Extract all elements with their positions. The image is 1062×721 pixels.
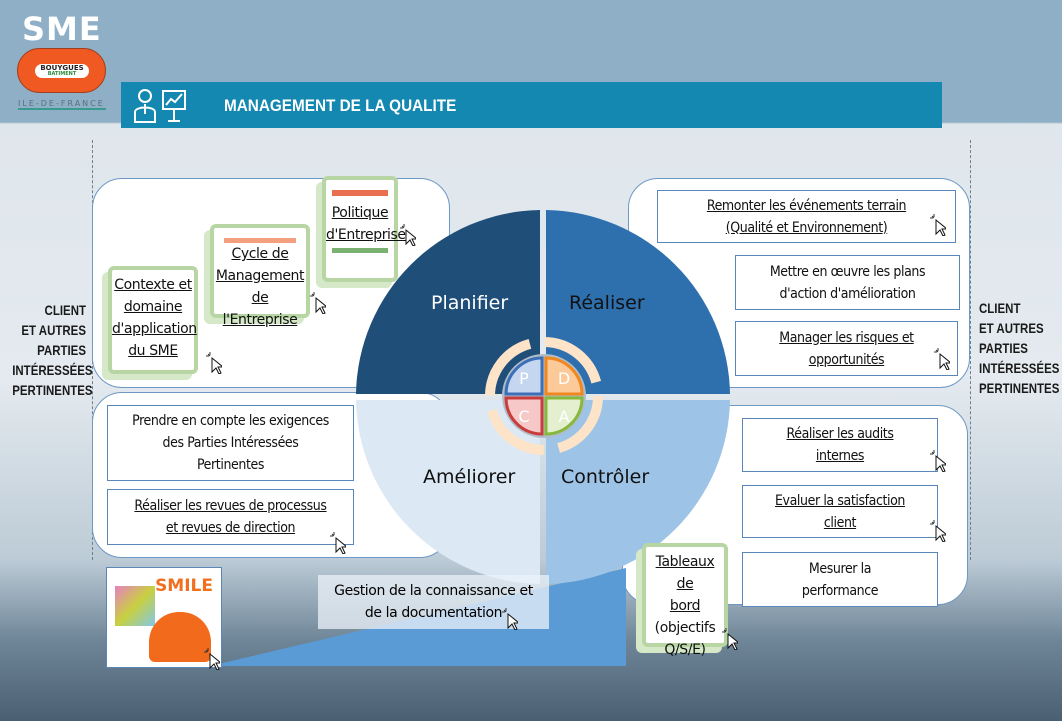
doc-line: Q/S/E) bbox=[664, 642, 706, 658]
link-audits[interactable]: Réaliser les audits internes bbox=[742, 418, 938, 472]
tablet-graphic bbox=[115, 586, 155, 626]
link-revues[interactable]: Réaliser les revues de processus et revue… bbox=[107, 489, 354, 545]
brand-bottom: BATIMENT bbox=[47, 71, 77, 77]
quadrant-act[interactable] bbox=[356, 400, 540, 584]
label-ameliorer: Améliorer bbox=[423, 466, 516, 488]
link-manager-risques[interactable]: Manager les risques et opportunités bbox=[735, 321, 958, 376]
doc-line: (objectifs bbox=[654, 620, 716, 636]
side-line: PARTIES bbox=[37, 342, 86, 358]
doc-line: d'application bbox=[112, 321, 197, 337]
doc-line: d'Entreprise bbox=[326, 227, 406, 243]
cursor-icon bbox=[206, 352, 222, 374]
doc-line: Cycle de bbox=[231, 246, 289, 262]
cursor-icon bbox=[930, 214, 946, 236]
helmet-icon bbox=[149, 612, 211, 662]
box-line: Pertinentes bbox=[196, 457, 265, 473]
side-line: ET AUTRES bbox=[21, 322, 87, 338]
side-label-right: CLIENT ET AUTRES PARTIES INTÉRESSÉES PERTINE… bbox=[979, 298, 1059, 398]
box-line: internes bbox=[815, 448, 865, 464]
brand-top: BOUYGUES bbox=[40, 64, 84, 72]
cursor-icon bbox=[722, 628, 738, 650]
knowledge-box[interactable]: Gestion de la connaissance et de la docum… bbox=[318, 575, 549, 629]
cursor-icon bbox=[930, 520, 946, 542]
box-line: Réaliser les revues de processus bbox=[134, 498, 327, 514]
letter-p: P bbox=[519, 369, 529, 388]
box-line: et revues de direction bbox=[165, 520, 296, 536]
side-line: INTÉRESSÉES bbox=[979, 360, 1060, 376]
doc-line: Contexte et bbox=[114, 277, 192, 293]
doc-line: du SME bbox=[128, 343, 178, 359]
label-controler: Contrôler bbox=[561, 466, 650, 488]
box-line: (Qualité et Environnement) bbox=[725, 219, 888, 236]
smile-label: SMILE bbox=[155, 576, 213, 596]
box-line: client bbox=[823, 514, 857, 531]
cursor-icon bbox=[330, 532, 346, 554]
box-prendre-en-compte: Prendre en compte les exigences des Parti… bbox=[107, 405, 354, 481]
smile-image[interactable]: SMILE bbox=[106, 567, 222, 668]
label-realiser: Réaliser bbox=[569, 292, 645, 314]
cursor-icon bbox=[400, 224, 416, 246]
divider-right bbox=[970, 140, 971, 560]
box-line: Mettre en œuvre les plans bbox=[769, 263, 926, 280]
manager-presentation-icon bbox=[134, 89, 186, 123]
cursor-icon bbox=[934, 348, 950, 370]
box-line: Manager les risques et bbox=[779, 329, 914, 346]
doc-line: bord bbox=[669, 598, 701, 614]
doc-politique[interactable]: Politique d'Entreprise bbox=[322, 176, 406, 282]
link-satisfaction[interactable]: Evaluer la satisfaction client bbox=[742, 485, 938, 538]
doc-line: Management bbox=[215, 268, 305, 284]
side-line: PERTINENTES bbox=[979, 380, 1060, 396]
cursor-icon bbox=[204, 648, 220, 670]
box-line: des Parties Intéressées bbox=[162, 435, 299, 451]
box-line: Prendre en compte les exigences bbox=[132, 413, 329, 429]
side-line: PARTIES bbox=[979, 340, 1028, 356]
side-line: PERTINENTES bbox=[12, 382, 93, 398]
letter-a: A bbox=[559, 407, 570, 426]
quadrant-check[interactable] bbox=[546, 400, 730, 584]
header-bar bbox=[121, 82, 942, 128]
doc-cycle[interactable]: Cycle de Management de l'Entreprise bbox=[210, 224, 310, 328]
side-line: CLIENT bbox=[44, 302, 86, 318]
link-remonter-evenements[interactable]: Remonter les événements terrain (Qualité … bbox=[657, 190, 956, 243]
quadrant-do[interactable] bbox=[546, 210, 730, 394]
cursor-icon bbox=[502, 608, 518, 630]
doc-line: Tableaux de bbox=[655, 554, 715, 592]
doc-line: domaine bbox=[123, 299, 183, 315]
box-line: Gestion de la connaissance et bbox=[334, 583, 533, 599]
cursor-icon bbox=[930, 450, 946, 472]
box-line: d'action d'amélioration bbox=[779, 285, 916, 302]
side-line: ET AUTRES bbox=[979, 320, 1044, 336]
box-mettre-en-oeuvre: Mettre en œuvre les plans d'action d'amél… bbox=[735, 255, 960, 310]
doc-line: de l'Entreprise bbox=[222, 290, 298, 328]
box-line: Mesurer la bbox=[808, 560, 872, 577]
box-line: Réaliser les audits bbox=[786, 426, 894, 442]
page-title: MANAGEMENT DE LA QUALITE bbox=[224, 96, 457, 115]
box-line: Evaluer la satisfaction bbox=[774, 492, 906, 509]
box-mesurer: Mesurer la performance bbox=[742, 552, 938, 607]
box-line: opportunités bbox=[808, 351, 885, 368]
quadrant-plan[interactable] bbox=[356, 210, 540, 394]
box-line: de la documentation bbox=[364, 605, 503, 621]
logo-sme: SME bbox=[22, 10, 102, 48]
side-label-left: CLIENT ET AUTRES PARTIES INTÉRESSÉES PERTINE… bbox=[12, 300, 93, 400]
pdca-circle bbox=[356, 210, 730, 584]
side-line: CLIENT bbox=[979, 300, 1021, 316]
box-line: Remonter les événements terrain bbox=[706, 197, 907, 214]
doc-contexte[interactable]: Contexte et domaine d'application du SME bbox=[108, 266, 198, 374]
label-planifier: Planifier bbox=[431, 292, 509, 314]
pdca-wheel-icon: P D C A bbox=[485, 337, 603, 455]
letter-d: D bbox=[558, 369, 570, 388]
logo-region: ILE-DE-FRANCE bbox=[18, 99, 106, 110]
box-line: performance bbox=[801, 582, 879, 599]
cursor-icon bbox=[310, 292, 326, 314]
side-line: INTÉRESSÉES bbox=[12, 362, 93, 378]
doc-line: Politique bbox=[331, 205, 389, 221]
letter-c: C bbox=[518, 407, 529, 426]
